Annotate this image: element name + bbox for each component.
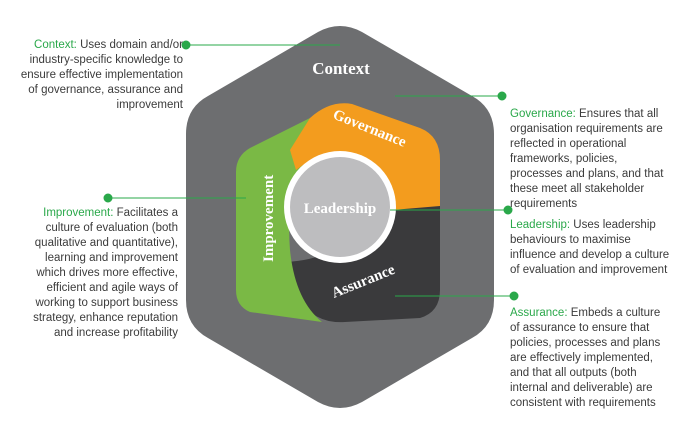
leadership-annotation-text: Uses leadership behaviours to maximise i… — [510, 219, 670, 276]
assurance-annotation: Assurance: Embeds a culture of assurance… — [510, 306, 670, 411]
leadership-connector-dot — [503, 205, 513, 215]
governance-annotation-text: Ensures that all organisation requiremen… — [510, 108, 664, 210]
context-annotation-title: Context: — [34, 39, 77, 51]
leadership-annotation-title: Leadership: — [510, 219, 571, 231]
context-connector-dot — [181, 40, 191, 50]
governance-connector-dot — [497, 91, 507, 101]
context-annotation: Context: Uses domain and/or industry-spe… — [18, 38, 183, 113]
leadership-circle — [290, 157, 390, 257]
governance-annotation-title: Governance: — [510, 108, 576, 120]
assurance-segment — [280, 200, 440, 323]
improvement-connector-dot — [103, 193, 113, 203]
improvement-label: Improvement — [261, 175, 277, 262]
assurance-annotation-text: Embeds a culture of assurance to ensure … — [510, 307, 661, 409]
leadership-label: Leadership — [304, 201, 377, 217]
improvement-annotation-text: Facilitates a culture of evaluation (bot… — [33, 207, 178, 339]
governance-annotation: Governance: Ensures that all organisatio… — [510, 107, 670, 212]
improvement-segment — [236, 118, 352, 322]
leadership-annotation: Leadership: Uses leadership behaviours t… — [510, 218, 675, 278]
improvement-annotation-title: Improvement: — [43, 207, 114, 219]
assurance-connector-dot — [509, 291, 519, 301]
improvement-annotation: Improvement: Facilitates a culture of ev… — [18, 206, 178, 341]
governance-segment — [290, 103, 440, 210]
context-label: Context — [312, 59, 370, 78]
context-annotation-text: Uses domain and/or industry-specific kno… — [20, 39, 183, 111]
assurance-annotation-title: Assurance: — [510, 307, 568, 319]
